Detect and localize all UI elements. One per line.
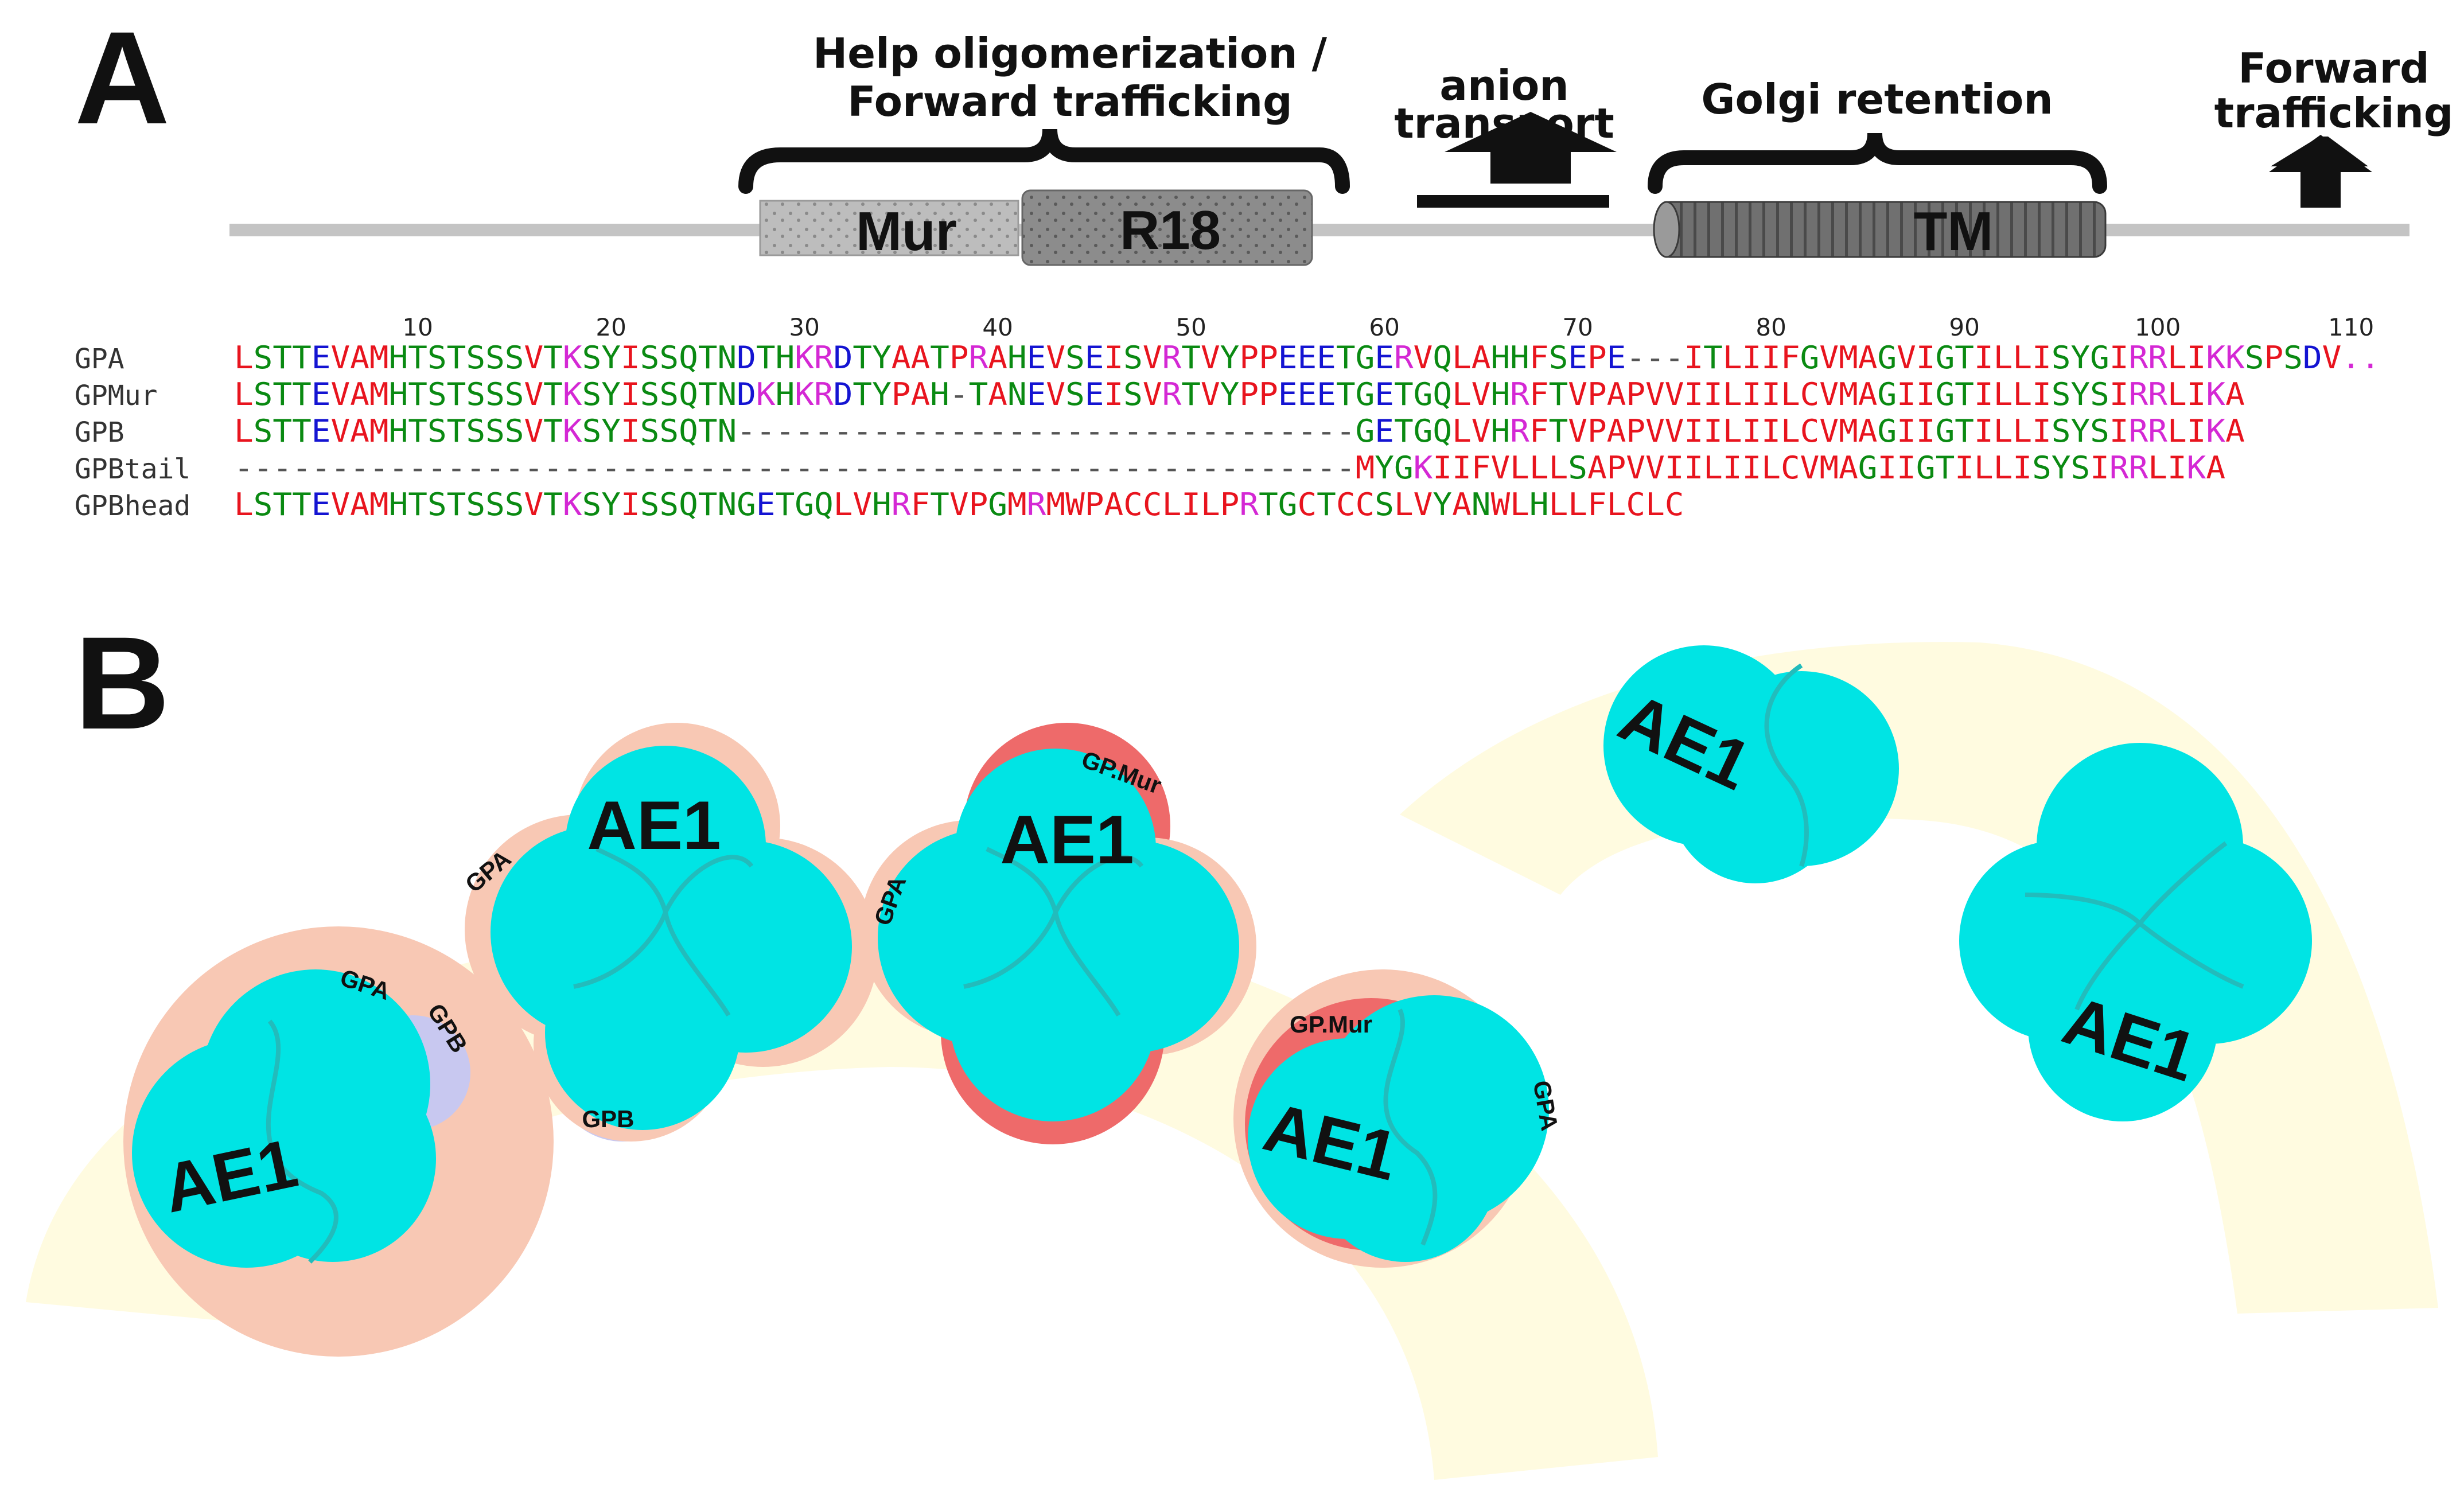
sequence-name: GPBtail bbox=[75, 453, 190, 485]
tick-label: 40 bbox=[982, 313, 1013, 341]
forward-trafficking-arrow-shaft bbox=[2300, 172, 2341, 208]
forward-trafficking-arrow-head bbox=[2269, 135, 2372, 172]
tick-label: 20 bbox=[595, 313, 626, 341]
sequence-name: GPBhead bbox=[75, 490, 190, 522]
sequence-residues: LSTTEVAMHTSTSSSVTKSYISSQTN--------------… bbox=[234, 413, 2245, 449]
tm-domain: TM bbox=[1653, 201, 2107, 262]
oligomerization-label-line1: Help oligomerization / bbox=[813, 29, 1328, 77]
gpb-label-2: GPB bbox=[582, 1105, 634, 1132]
ae1-label-3: AE1 bbox=[1000, 801, 1134, 878]
tick-label: 110 bbox=[2328, 313, 2374, 341]
complex-ae1-tetramer-gpa-gpmur: AE1 GPA GP.Mur bbox=[861, 723, 1256, 1144]
tm-domain-label: TM bbox=[1914, 201, 1994, 262]
tick-label: 50 bbox=[1175, 313, 1206, 341]
tick-label: 30 bbox=[789, 313, 819, 341]
complex-ae1-tetramer-gpa-gpb: AE1 GPA GPB bbox=[460, 723, 878, 1142]
sequence-residues: LSTTEVAMHTSTSSSVTKSYISSQTNGETGQLVHRFTVPG… bbox=[234, 486, 1684, 523]
r18-domain: R18 bbox=[1021, 189, 1313, 266]
mur-domain-label: Mur bbox=[856, 201, 957, 262]
oligomerization-brace bbox=[738, 128, 1350, 194]
sequence-residues: LSTTEVAMHTSTSSSVTKSYISSQTNDKHKRDTYPAH-TA… bbox=[234, 376, 2245, 412]
sequence-residues: LSTTEVAMHTSTSSSVTKSYISSQTNDTHKRDTYAATPRA… bbox=[234, 340, 2380, 376]
complex-ae1-dimer-gpa-gpb: AE1 GPA GPB bbox=[123, 926, 554, 1357]
complex-ae1-tetramer-bare: AE1 bbox=[1959, 743, 2312, 1121]
r18-domain-label: R18 bbox=[1120, 200, 1221, 261]
panel-letter-b: B bbox=[75, 609, 170, 757]
oligomerization-label-line2: Forward trafficking bbox=[847, 77, 1292, 126]
complex-ae1-dimer-gpmur-gpa: AE1 GP.Mur GPA bbox=[1233, 969, 1563, 1268]
sequence-name: GPMur bbox=[75, 380, 158, 412]
tick-label: 100 bbox=[2135, 313, 2181, 341]
sequence-name: GPB bbox=[75, 416, 124, 449]
golgi-brace bbox=[1648, 133, 2107, 194]
complex-ae1-dimer-bare: AE1 bbox=[1603, 645, 1899, 883]
tick-label: 80 bbox=[1755, 313, 1786, 341]
tick-label: 60 bbox=[1369, 313, 1399, 341]
position-ticks: 10 20 30 40 50 60 70 80 90 100 110 bbox=[402, 313, 2374, 341]
tick-label: 70 bbox=[1562, 313, 1593, 341]
ae1-label-2: AE1 bbox=[587, 787, 721, 864]
tick-label: 90 bbox=[1949, 313, 1979, 341]
tick-label: 10 bbox=[402, 313, 433, 341]
forward-trafficking-label-line1: Forward bbox=[2238, 44, 2429, 92]
golgi-retention-label: Golgi retention bbox=[1701, 75, 2053, 123]
forward-trafficking-label-line2: trafficking bbox=[2214, 89, 2454, 137]
anion-transport-label-line1: anion bbox=[1439, 61, 1568, 110]
panel-letter-a: A bbox=[75, 4, 170, 151]
sequence-residues: ----------------------------------------… bbox=[234, 450, 2225, 486]
anion-transport-bar bbox=[1417, 195, 1609, 208]
sequence-alignment: GPA LSTTEVAMHTSTSSSVTKSYISSQTNDTHKRDTYAAT… bbox=[75, 340, 2380, 523]
gpmur-label-4: GP.Mur bbox=[1290, 1011, 1372, 1038]
mur-domain: Mur bbox=[759, 200, 1019, 262]
sequence-name: GPA bbox=[75, 343, 124, 375]
anion-transport-arrow bbox=[1445, 112, 1617, 184]
